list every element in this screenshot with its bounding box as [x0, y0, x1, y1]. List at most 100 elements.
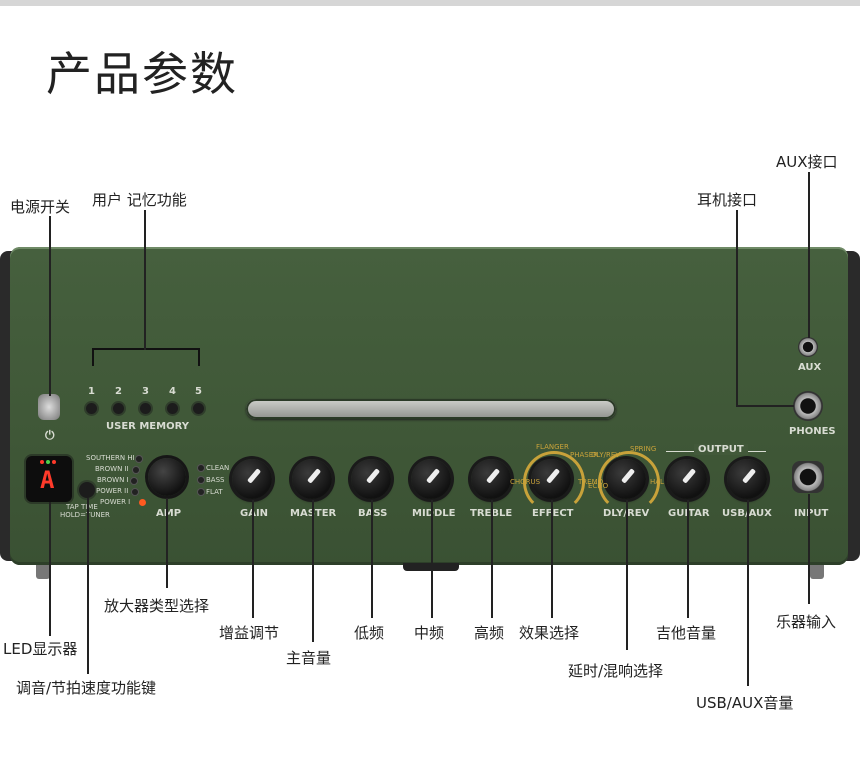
amp-type-power-ii: POWER II — [96, 487, 129, 495]
memory-button-4[interactable] — [167, 403, 178, 414]
led-indicator-tuned — [46, 460, 50, 464]
memory-button-5[interactable] — [193, 403, 204, 414]
leader-power — [49, 216, 51, 396]
amp-foot-left — [36, 565, 50, 579]
leader-amp-type — [166, 498, 168, 588]
gain-knob[interactable] — [232, 459, 272, 499]
leader-bass — [371, 500, 373, 618]
label-master: 主音量 — [286, 649, 332, 667]
amp-mode-clean: CLEAN — [206, 464, 230, 472]
label-usb-aux-volume: USB/AUX音量 — [696, 694, 794, 712]
amp-foot-right — [810, 565, 824, 579]
leader-memory — [144, 210, 146, 350]
leader-usb-aux — [747, 500, 749, 686]
effect-ring-chorus: CHORUS — [510, 478, 541, 486]
label-user-memory: 用户 记忆功能 — [92, 191, 187, 209]
tap-time-label: TAP TIME — [66, 503, 98, 511]
usb-aux-label: USB/AUX — [722, 508, 772, 519]
amp-type-brown-i: BROWN I — [97, 476, 129, 484]
power-switch[interactable] — [38, 394, 60, 420]
memory-bracket — [92, 348, 200, 366]
label-aux-jack: AUX接口 — [776, 153, 838, 171]
label-instrument-input: 乐器输入 — [776, 613, 837, 631]
leader-phones-v — [736, 210, 738, 406]
effect-knob[interactable] — [531, 459, 571, 499]
leader-tap — [87, 498, 89, 674]
effect-ring-phaser: PHASER — [570, 451, 599, 459]
amp-led-southern-hi — [136, 456, 142, 462]
dlyrev-ring-hall: HALL — [650, 478, 668, 486]
amp-led-power-i — [139, 499, 146, 506]
leader-treble — [491, 500, 493, 618]
dlyrev-ring-echo: ECHO — [588, 482, 609, 490]
label-middle: 中频 — [414, 624, 445, 642]
aux-jack[interactable] — [798, 337, 818, 357]
dly-rev-knob[interactable] — [606, 459, 646, 499]
effect-ring-flanger: FLANGER — [536, 443, 569, 451]
guitar-volume-knob[interactable] — [667, 459, 707, 499]
label-amp-type: 放大器类型选择 — [104, 597, 210, 615]
middle-label: MIDDLE — [412, 508, 456, 519]
amp-type-power-i: POWER I — [100, 498, 131, 506]
power-icon: ⏻ — [45, 428, 55, 442]
label-phones-jack: 耳机接口 — [697, 191, 758, 209]
leader-guitar — [687, 500, 689, 618]
led-indicator-flat — [40, 460, 44, 464]
amp-mode-flat: FLAT — [206, 488, 223, 496]
amp-led-flat — [198, 489, 204, 495]
gain-label: GAIN — [240, 508, 269, 519]
amp-type-selector-knob[interactable] — [148, 458, 186, 496]
effect-ring — [523, 451, 585, 513]
dlyrev-ring-spring: SPRING — [630, 445, 657, 453]
leader-phones-h — [736, 405, 794, 407]
dly-rev-ring — [598, 451, 660, 513]
led-indicator-sharp — [52, 460, 56, 464]
leader-master — [312, 500, 314, 642]
phones-jack[interactable] — [793, 391, 823, 421]
memory-button-3[interactable] — [140, 403, 151, 414]
label-bass: 低频 — [354, 624, 385, 642]
treble-knob[interactable] — [471, 459, 511, 499]
memory-number-2: 2 — [115, 386, 122, 397]
leader-gain — [252, 500, 254, 618]
amp-type-brown-ii: BROWN II — [95, 465, 129, 473]
label-led-display: LED显示器 — [3, 640, 78, 658]
phones-label: PHONES — [789, 426, 836, 437]
instrument-input-jack[interactable] — [792, 461, 824, 493]
page-title: 产品参数 — [46, 47, 238, 101]
amp-led-brown-ii — [133, 467, 139, 473]
output-label: OUTPUT — [694, 444, 748, 455]
master-knob[interactable] — [292, 459, 332, 499]
carry-handle-slot — [246, 399, 616, 419]
leader-effect — [551, 500, 553, 618]
usb-aux-volume-knob[interactable] — [727, 459, 767, 499]
amp-mode-bass: BASS — [206, 476, 225, 484]
memory-number-1: 1 — [88, 386, 95, 397]
amp-led-clean — [198, 465, 204, 471]
led-display: A — [26, 456, 72, 502]
effect-ring-tremolo: TREMOLO — [578, 478, 613, 486]
amp-type-southern-hi: SOUTHERN HI — [86, 454, 135, 462]
memory-number-3: 3 — [142, 386, 149, 397]
input-label: INPUT — [794, 508, 829, 519]
label-gain: 增益调节 — [219, 624, 280, 642]
label-treble: 高频 — [474, 624, 505, 642]
amp-led-brown-i — [131, 478, 137, 484]
bass-knob[interactable] — [351, 459, 391, 499]
led-character: A — [40, 466, 55, 494]
memory-button-2[interactable] — [113, 403, 124, 414]
leader-aux — [808, 172, 810, 338]
tap-tuner-button[interactable] — [79, 482, 95, 498]
memory-number-4: 4 — [169, 386, 176, 397]
leader-led — [49, 502, 51, 636]
amp-right-end-cap — [844, 251, 860, 561]
label-tuner-tap: 调音/节拍速度功能键 — [16, 679, 157, 697]
middle-knob[interactable] — [411, 459, 451, 499]
amp-led-power-ii — [132, 489, 138, 495]
label-delay-reverb: 延时/混响选择 — [568, 662, 664, 680]
memory-button-1[interactable] — [86, 403, 97, 414]
amp-led-bass — [198, 477, 204, 483]
label-effect: 效果选择 — [519, 624, 580, 642]
leader-dly-rev — [626, 500, 628, 650]
leader-middle — [431, 500, 433, 618]
